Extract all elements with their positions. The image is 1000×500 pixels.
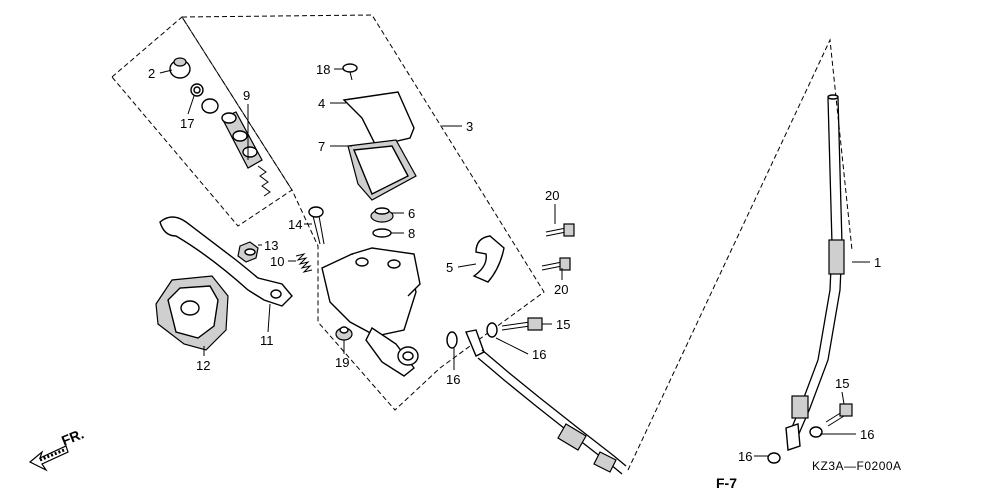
callout-7: 7	[318, 139, 325, 154]
hose-outline	[627, 38, 853, 471]
circlip-part-17	[190, 83, 204, 97]
screw-part-18	[342, 63, 358, 81]
callout-16-d: 16	[738, 449, 752, 464]
reservoir-cap-part-4	[342, 91, 415, 147]
oil-bolt-part-15-lower	[825, 403, 853, 427]
washer-part-16-a	[446, 331, 458, 349]
lever-pivot-hole	[270, 289, 282, 299]
callout-11: 11	[260, 333, 274, 348]
callout-16-c: 16	[860, 427, 874, 442]
callout-4: 4	[318, 96, 325, 111]
callout-6: 6	[408, 206, 415, 221]
callout-3: 3	[466, 119, 473, 134]
callout-9: 9	[243, 88, 250, 103]
master-cylinder-body	[321, 247, 421, 377]
callout-13: 13	[264, 238, 278, 253]
front-marker-label: FR.	[59, 425, 86, 448]
callout-14: 14	[288, 217, 302, 232]
float-part-6	[370, 207, 394, 223]
leader-lines	[159, 68, 870, 457]
holder-part-5	[472, 235, 505, 283]
bolt-part-20-lower	[541, 257, 571, 271]
page-reference: F-7	[716, 475, 737, 491]
piston-set-part-9	[201, 98, 271, 197]
brake-lever-part-11	[159, 216, 293, 307]
callout-16-a: 16	[446, 372, 460, 387]
cap-part-19	[335, 326, 353, 341]
o-ring-part-8	[372, 228, 392, 238]
brake-hose-part-1	[785, 94, 845, 451]
callout-17: 17	[180, 116, 194, 131]
callout-15-upper: 15	[556, 317, 570, 332]
pivot-bolt-part-14	[308, 206, 325, 245]
boot-part-2	[169, 57, 191, 79]
callout-19: 19	[335, 355, 349, 370]
callout-8: 8	[408, 226, 415, 241]
callout-10: 10	[270, 254, 284, 269]
callout-15-lower: 15	[835, 376, 849, 391]
washer-part-16-b	[486, 322, 498, 338]
washer-part-16-c	[809, 426, 823, 438]
lever-cover-part-12	[155, 275, 229, 351]
callout-20-lower: 20	[554, 282, 568, 297]
callout-5: 5	[446, 260, 453, 275]
bolt-part-20-upper	[545, 223, 575, 237]
washer-part-16-d	[767, 452, 781, 464]
bolt-part-13	[237, 241, 259, 263]
diaphragm-part-7	[347, 139, 417, 201]
callout-20-upper: 20	[545, 188, 559, 203]
front-direction-arrow: FR.	[28, 425, 86, 472]
diagram-code: KZ3A—F0200A	[812, 459, 902, 473]
callout-12: 12	[196, 358, 210, 373]
oil-bolt-part-15-upper	[501, 317, 543, 331]
spring-part-10	[295, 253, 313, 273]
brake-hose-upper	[465, 329, 627, 475]
callout-16-b: 16	[532, 347, 546, 362]
callout-2: 2	[148, 66, 155, 81]
callout-18: 18	[316, 62, 330, 77]
callout-1: 1	[874, 255, 881, 270]
master-cylinder-outline	[181, 14, 545, 411]
